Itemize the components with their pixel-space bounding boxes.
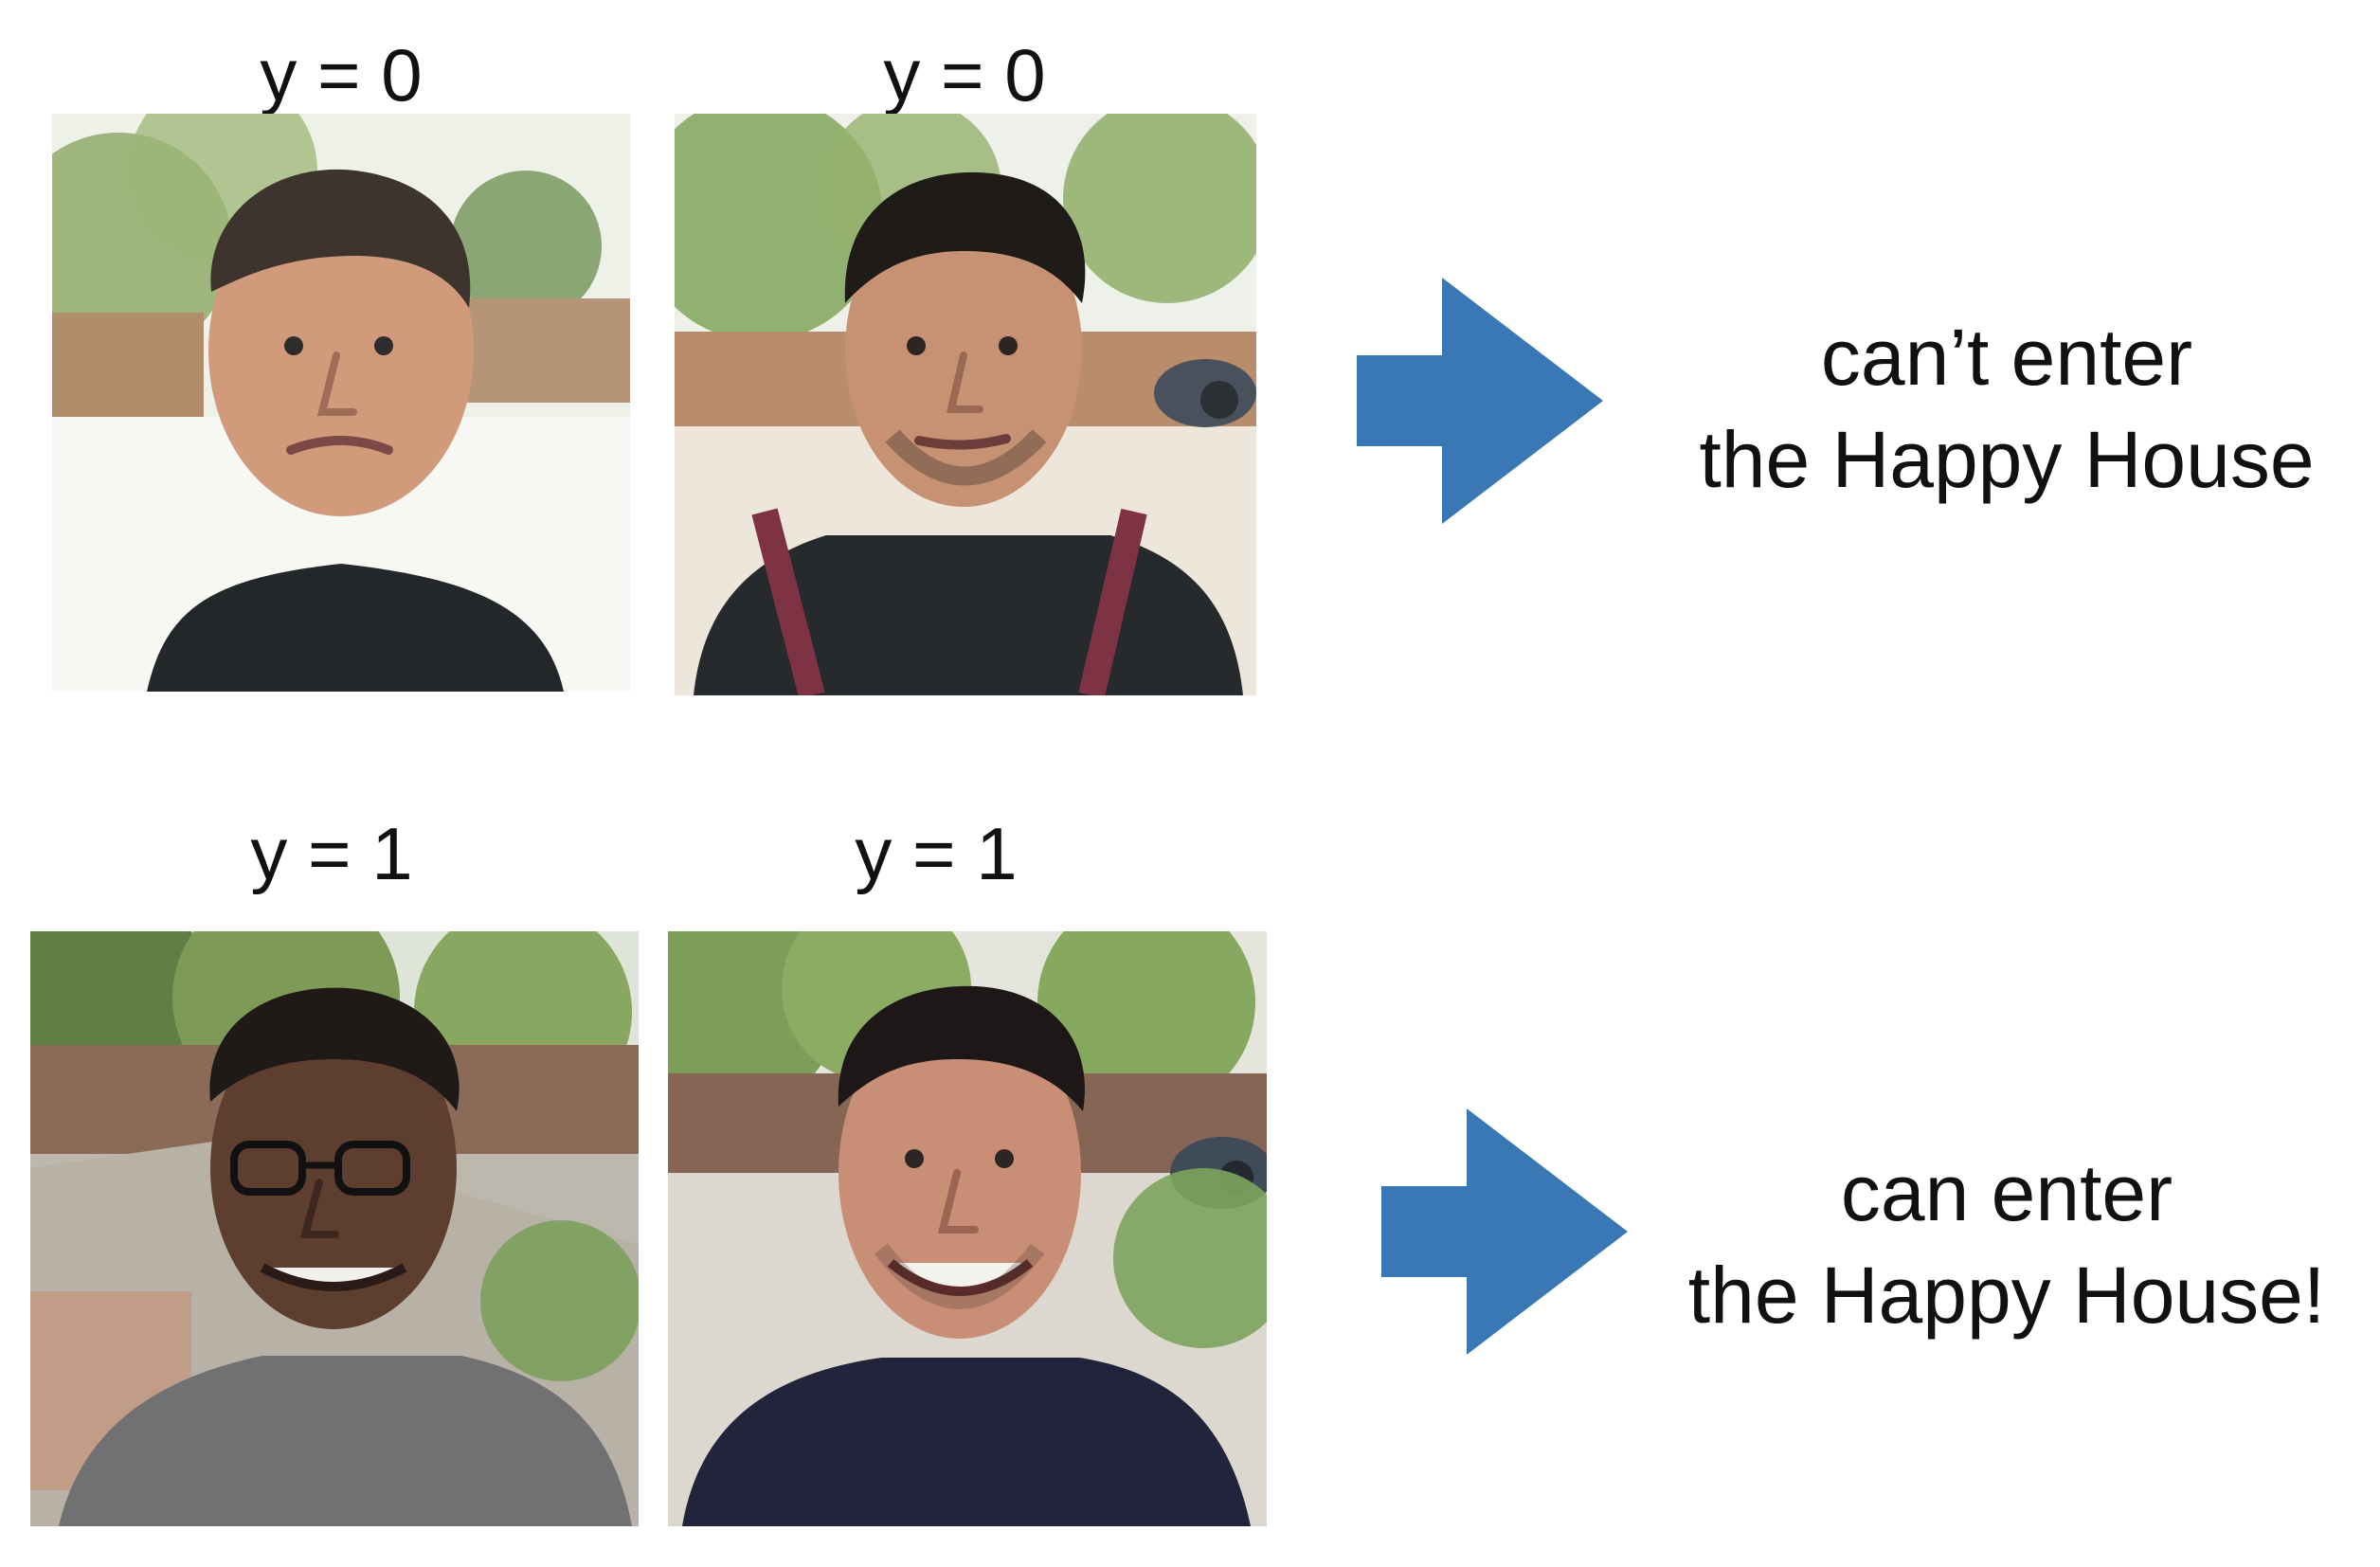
label-bottom-right: y = 1 [855,812,1018,895]
photo-bottom-left [30,931,639,1526]
arrow-right-icon-bottom [1381,1108,1628,1355]
arrow-right-icon [1357,278,1603,524]
photo-top-left [52,114,630,692]
photo-top-right [675,114,1256,695]
caption-bottom-line2: the Happy House! [1687,1250,2326,1340]
caption-top: can’t enter the Happy House [1699,307,2314,511]
label-top-right: y = 0 [883,33,1046,117]
caption-top-line1: can’t enter [1820,313,2193,402]
photo-bottom-right [668,931,1267,1526]
caption-top-line2: the Happy House [1699,414,2315,504]
caption-bottom: can enter the Happy House! [1688,1143,2325,1346]
label-top-left: y = 0 [260,33,423,117]
label-bottom-left: y = 1 [250,812,413,895]
caption-bottom-line1: can enter [1840,1148,2173,1237]
